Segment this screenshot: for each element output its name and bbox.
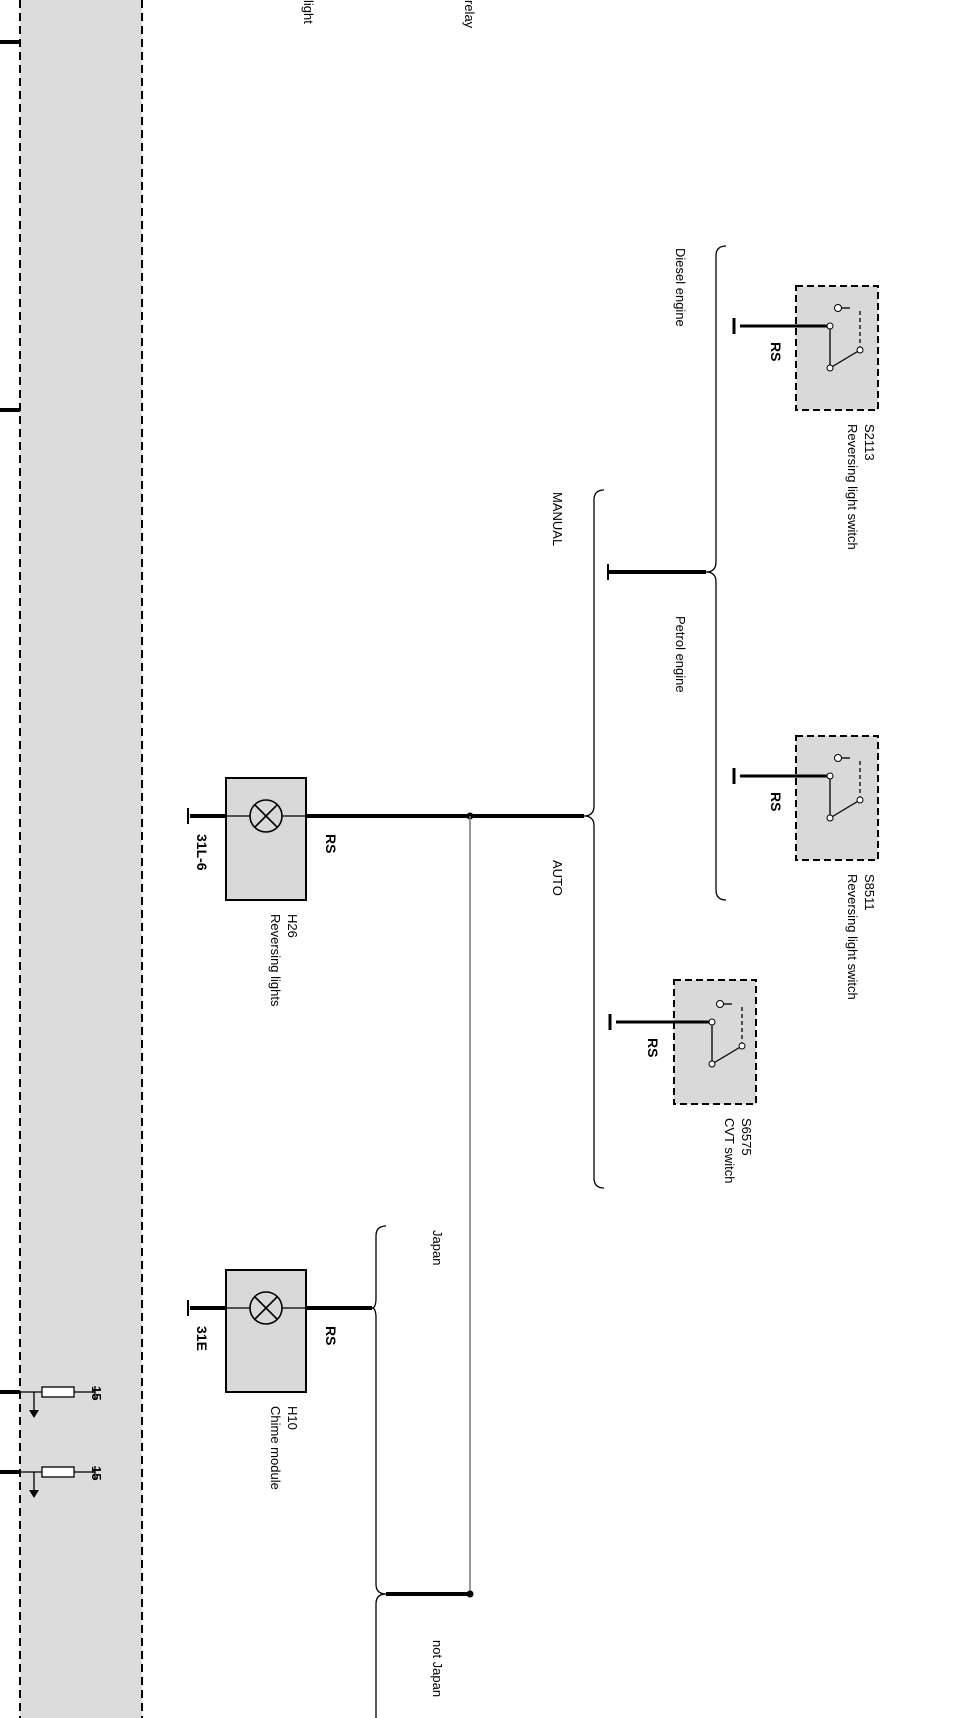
- label-relay: relay: [462, 0, 477, 29]
- fuse-a: 15: [20, 1386, 104, 1418]
- switch-s2113: RS S2113 Reversing light switch: [732, 285, 879, 550]
- fuse-a-value: 15: [89, 1386, 104, 1400]
- s8511-pin: RS: [768, 792, 784, 811]
- fuse-b: 15: [20, 1466, 104, 1498]
- s6575-name: CVT switch: [722, 1118, 737, 1184]
- gearbox-option-brace: MANUAL AUTO: [550, 489, 605, 1189]
- h26-ground: 31L-6: [194, 834, 210, 871]
- h10-name: Chime module: [268, 1406, 283, 1490]
- h10-pin: RS: [323, 1326, 339, 1345]
- option-manual: MANUAL: [550, 492, 565, 546]
- switch-s8511: RS S8511 Reversing light switch: [732, 735, 879, 1000]
- option-auto: AUTO: [550, 860, 565, 896]
- s8511-name: Reversing light switch: [845, 874, 860, 1000]
- h26-name: Reversing lights: [268, 914, 283, 1007]
- option-japan: Japan: [430, 1230, 445, 1265]
- lamp-h26: RS 31L-6 H26 Reversing lights: [187, 777, 339, 1007]
- option-petrol: Petrol engine: [673, 616, 688, 693]
- s2113-code: S2113: [862, 424, 877, 461]
- h26-pin: RS: [323, 834, 339, 853]
- control-module-strip: [19, 0, 143, 1718]
- option-diesel: Diesel engine: [673, 248, 688, 327]
- label-light: light: [301, 0, 316, 24]
- h10-code: H10: [285, 1406, 300, 1430]
- h26-code: H26: [285, 914, 300, 938]
- fuse-b-value: 15: [89, 1466, 104, 1480]
- s6575-pin: RS: [645, 1038, 661, 1057]
- reversing-light-wire: [306, 812, 584, 1598]
- lamp-h10: RS 31E H10 Chime module: [187, 1269, 372, 1490]
- s2113-name: Reversing light switch: [845, 424, 860, 550]
- s6575-code: S6575: [739, 1118, 754, 1156]
- s8511-code: S8511: [862, 874, 877, 911]
- edge-connector-stubs: [0, 40, 20, 1474]
- option-not-japan: not Japan: [430, 1640, 445, 1697]
- h10-ground: 31E: [194, 1326, 210, 1351]
- switch-s6575: RS S6575 CVT switch: [608, 979, 757, 1184]
- s2113-pin: RS: [768, 342, 784, 361]
- engine-option-brace: Diesel engine Petrol engine: [607, 245, 727, 901]
- market-option-brace: Japan not Japan: [371, 1225, 470, 1718]
